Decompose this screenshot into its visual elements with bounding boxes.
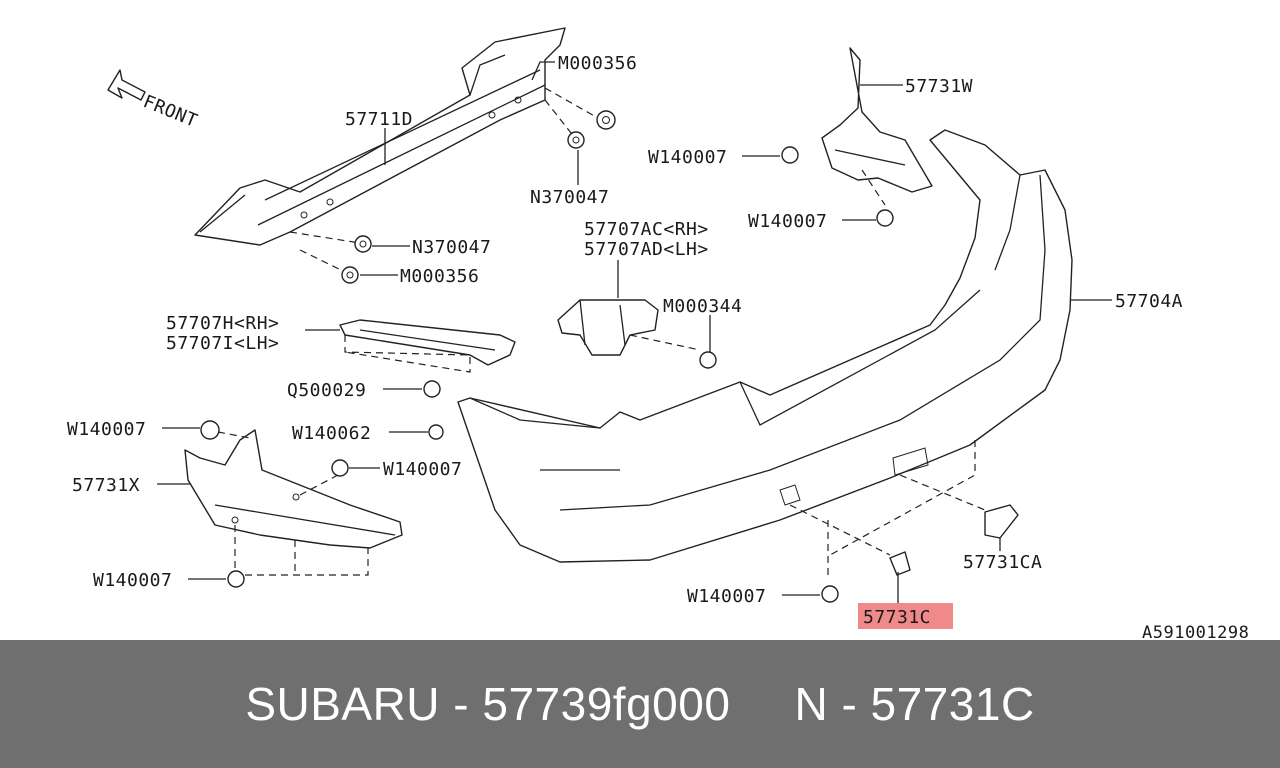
clip-icon [331, 459, 349, 477]
clip-icon [781, 146, 799, 164]
label-57707i: 57707I<LH> [166, 333, 279, 354]
clip-icon [227, 570, 245, 588]
label-57731ca: 57731CA [963, 552, 1042, 573]
label-w140007: W140007 [648, 147, 727, 168]
bolt-icon [699, 351, 717, 369]
nut-icon [354, 235, 372, 253]
bolt-icon [341, 266, 359, 284]
under-panel-57731x-part [184, 429, 403, 549]
label-w140007: W140007 [93, 570, 172, 591]
label-57707h: 57707H<RH> [166, 313, 279, 334]
part-number-footer: SUBARU - 57739fg000 N - 57731C [0, 640, 1280, 768]
label-q500029: Q500029 [287, 380, 366, 401]
label-57731w: 57731W [905, 76, 973, 97]
label-w140007: W140007 [67, 419, 146, 440]
label-57707ad: 57707AD<LH> [584, 239, 709, 260]
bumper-beam-part [194, 27, 566, 246]
nut-icon [567, 131, 585, 149]
clip-icon [821, 585, 839, 603]
footer-selected-part: N - 57731C [794, 678, 1035, 730]
label-n370047: N370047 [530, 187, 609, 208]
front-label: FRONT [140, 91, 200, 132]
clip-icon [876, 209, 894, 227]
bolt-icon [596, 110, 616, 130]
label-m000344: M000344 [663, 296, 742, 317]
label-57704a: 57704A [1115, 291, 1183, 312]
label-w140007: W140007 [383, 459, 462, 480]
label-m000356: M000356 [400, 266, 479, 287]
label-n370047: N370047 [412, 237, 491, 258]
label-57711d: 57711D [345, 109, 413, 130]
cap-57731ca-part [984, 504, 1019, 539]
push-rivet-icon [423, 380, 441, 398]
clip-icon [428, 424, 444, 440]
selected-part-highlight [858, 603, 953, 629]
bracket-57731w-part [821, 47, 933, 193]
parts-diagram: FRONT [67, 27, 1249, 640]
footer-part-number: SUBARU - 57739fg000 [245, 678, 731, 730]
label-w140007: W140007 [748, 211, 827, 232]
label-57731c: 57731C [863, 607, 931, 628]
label-57707ac: 57707AC<RH> [584, 219, 709, 240]
label-m000356: M000356 [558, 53, 637, 74]
side-bracket-part [339, 319, 516, 366]
label-57731x: 57731X [72, 475, 140, 496]
cap-57731c-part [889, 551, 911, 576]
clip-icon [200, 420, 220, 440]
label-w140062: W140062 [292, 423, 371, 444]
center-bracket-part [557, 299, 659, 356]
front-arrow-icon [107, 69, 146, 101]
label-w140007: W140007 [687, 586, 766, 607]
rear-bumper-cover-part [457, 129, 1073, 563]
diagram-ref-code: A591001298 [1142, 623, 1249, 640]
